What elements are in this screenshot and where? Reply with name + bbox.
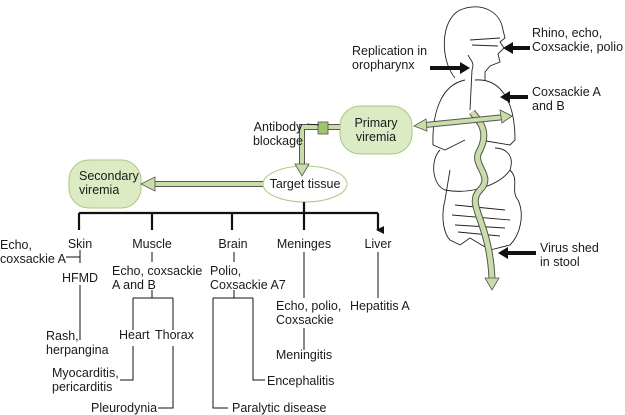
- muscle-viruses: Echo, coxsackie A and B: [112, 264, 203, 292]
- mouth-entry-label: Rhino, echo, Coxsackie, polio: [532, 26, 624, 54]
- heart-label: Heart: [119, 328, 150, 342]
- brain-label: Brain: [218, 237, 248, 251]
- entry-arrows: [430, 42, 536, 259]
- meninges-label: Meninges: [276, 237, 332, 251]
- hepatitis-a-label: Hepatitis A: [350, 299, 410, 313]
- brain-viruses: Polio, Coxsackie A7: [210, 264, 286, 292]
- target-to-secondary-arrow: [140, 176, 263, 192]
- primary-to-target-arrow: [294, 121, 340, 177]
- oropharynx-label: Replication in oropharynx: [352, 44, 428, 72]
- meningitis-label: Meningitis: [275, 348, 333, 362]
- rash-label: Rash, herpangina: [46, 329, 109, 357]
- meninges-viruses: Echo, polio, Coxsackie: [276, 299, 342, 327]
- virus-route-arrow: [413, 109, 513, 291]
- antibody-block-icon: [317, 121, 329, 135]
- primary-viremia-label: Primary viremia: [354, 116, 398, 144]
- lung-entry-label: Coxsackie A and B: [532, 85, 601, 113]
- tissue-tree: [66, 202, 378, 409]
- myocarditis-label: Myocarditis, pericarditis: [52, 366, 119, 394]
- hfmd-label: HFMD: [61, 271, 99, 285]
- skin-label: Skin: [67, 237, 93, 251]
- arrow-mouth: [503, 42, 530, 54]
- muscle-label: Muscle: [132, 237, 172, 251]
- antibody-blockage-label: Antibody blockage: [252, 120, 304, 148]
- target-tissue-label: Target tissue: [269, 177, 341, 191]
- skin-viruses: Echo, coxsackie A: [0, 238, 67, 266]
- paralytic-disease-label: Paralytic disease: [232, 401, 327, 415]
- liver-label: Liver: [364, 237, 392, 251]
- pleurodynia-label: Pleurodynia: [91, 401, 158, 415]
- secondary-viremia-label: Secondary viremia: [79, 169, 139, 197]
- thorax-label: Thorax: [155, 328, 194, 342]
- arrow-stool: [498, 247, 536, 259]
- arrow-oropharynx: [430, 62, 470, 74]
- stool-label: Virus shed in stool: [540, 241, 599, 269]
- encephalitis-label: Encephalitis: [267, 374, 335, 388]
- arrow-lungs: [500, 91, 528, 103]
